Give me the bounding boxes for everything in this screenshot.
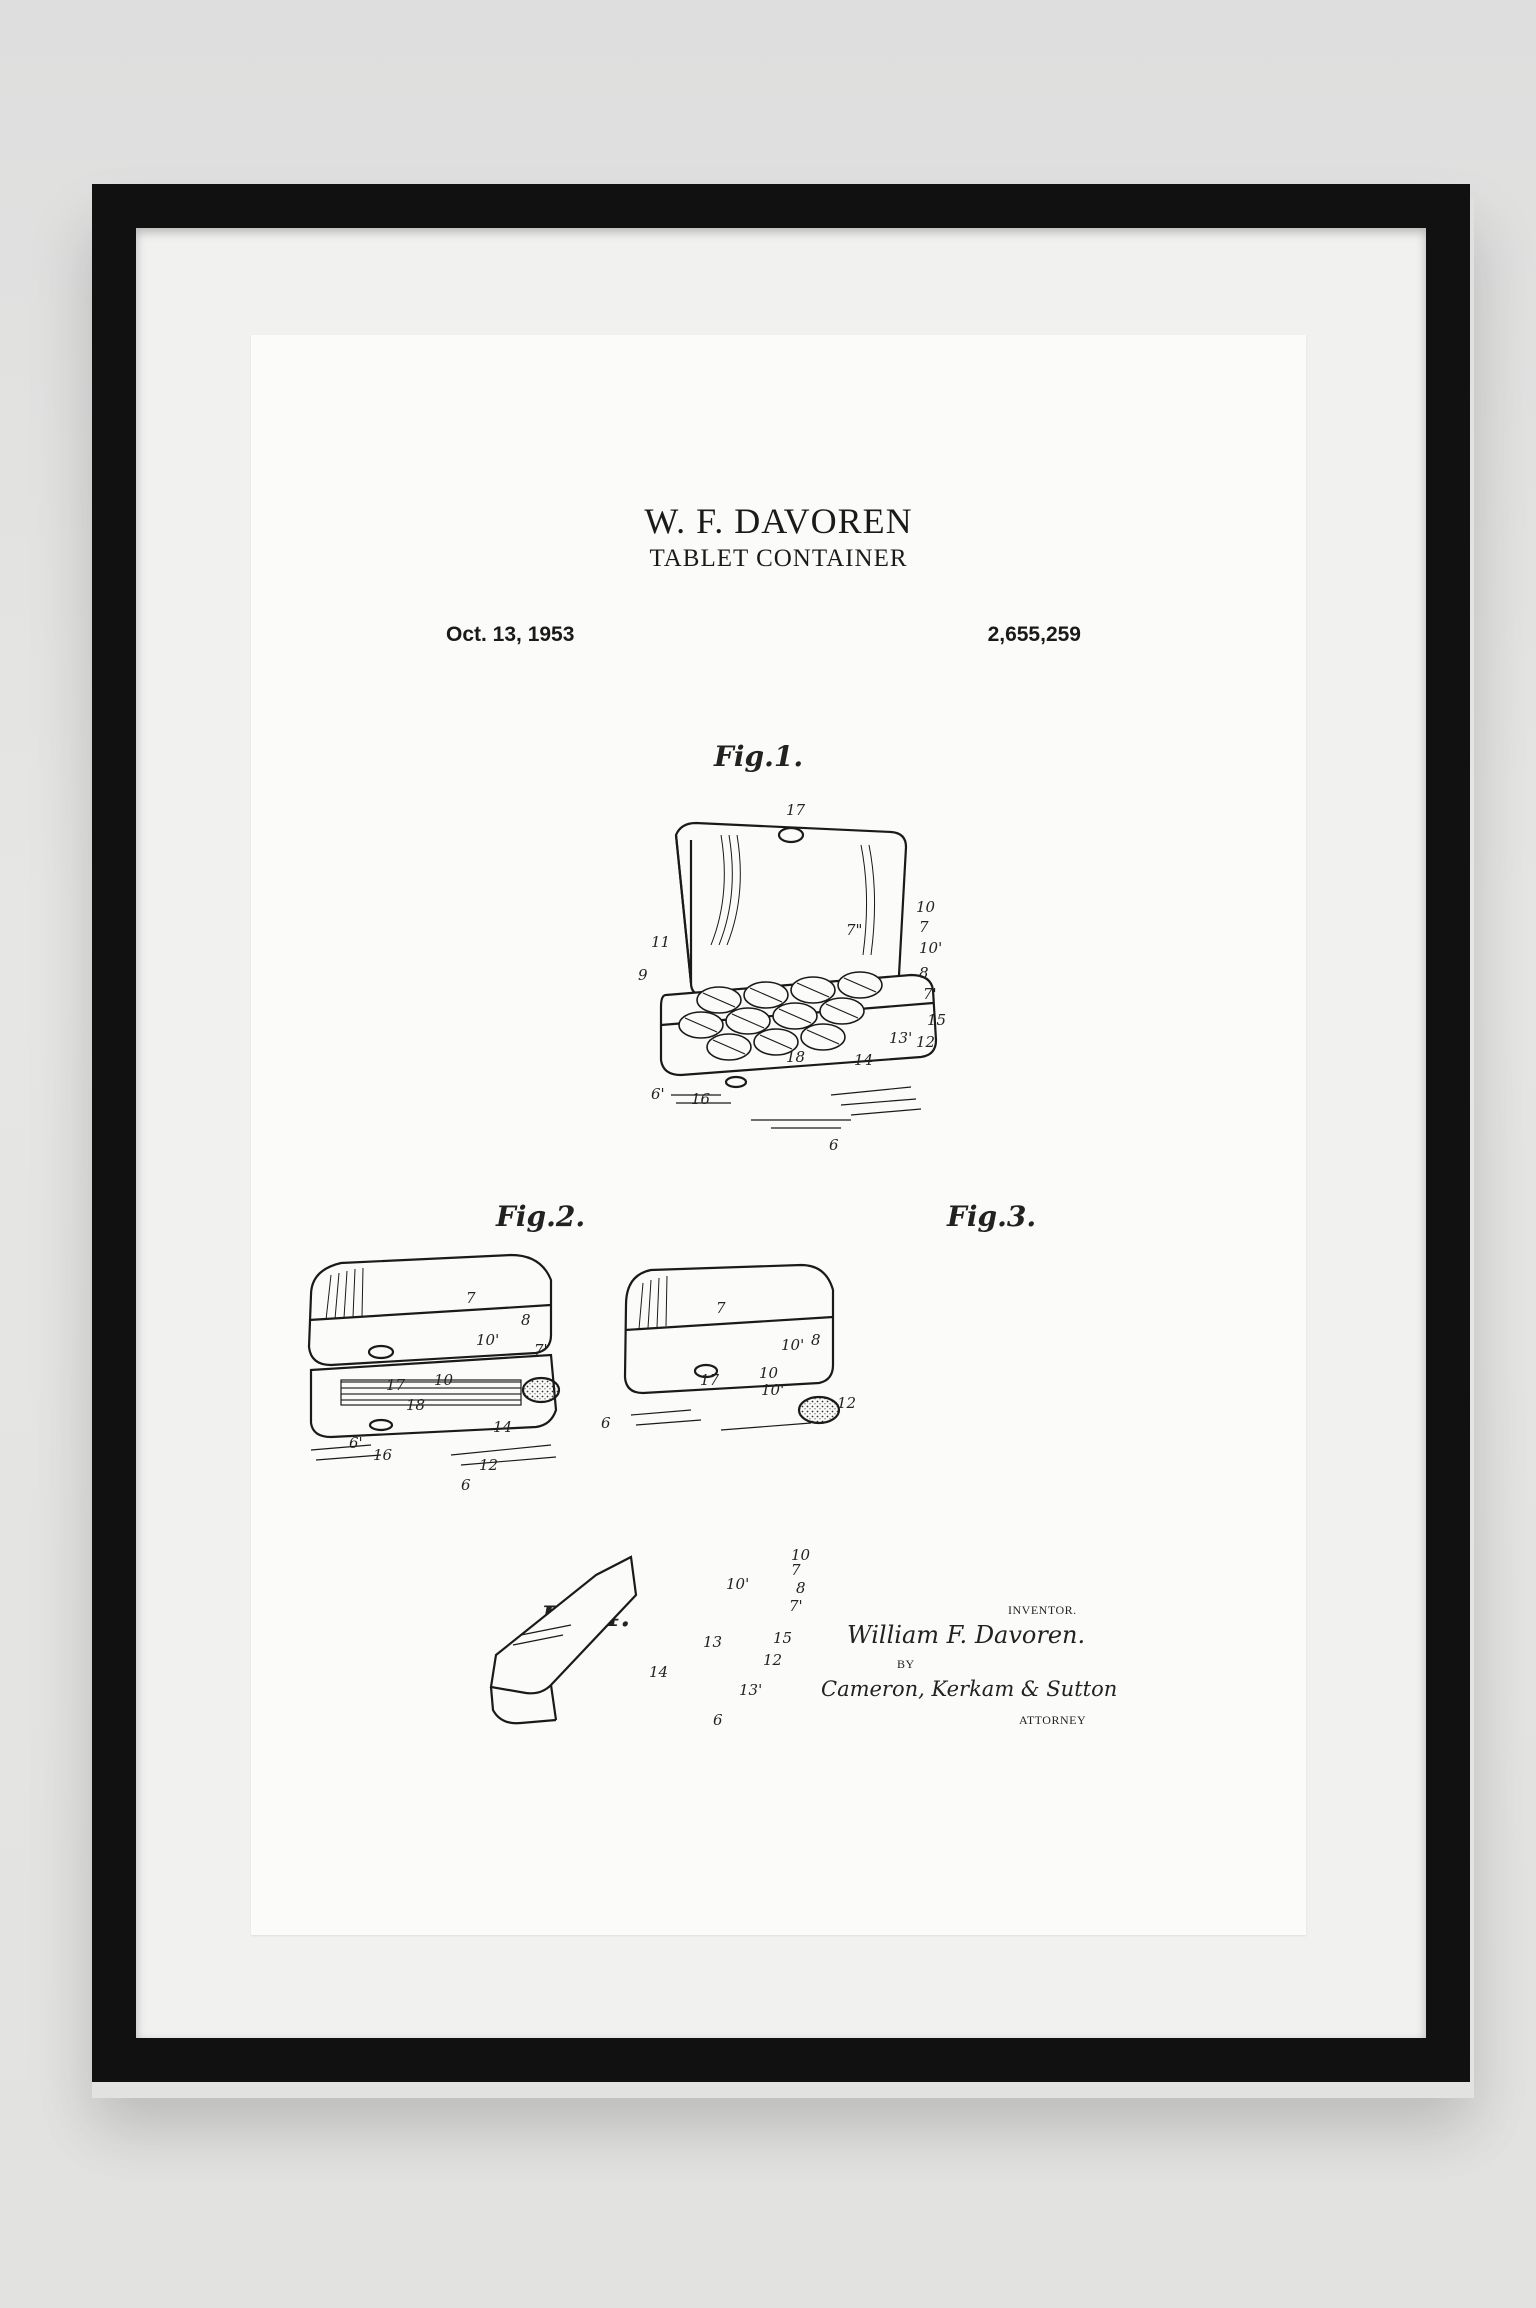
part-number: 7' — [534, 1341, 548, 1359]
part-number: 7 — [466, 1289, 476, 1307]
fig3-drawing — [623, 1263, 841, 1431]
patent-drawings: 17 10 7" 7 10' 11 9 8 7' 15 12 13' 14 18… — [307, 801, 946, 1729]
part-number: 18 — [406, 1396, 425, 1414]
part-number: 6 — [829, 1136, 839, 1154]
fig4-part-numbers: 10 7 10' 8 7' 15 13 12 14 13' 6 — [649, 1546, 811, 1729]
part-number: 15 — [773, 1629, 792, 1647]
fig1-drawing — [659, 821, 938, 1129]
part-number: 14 — [493, 1418, 512, 1436]
fig2-label: Fig.2. — [496, 1200, 586, 1233]
inventor-label: INVENTOR. — [1008, 1603, 1077, 1617]
patent-print: W. F. DAVOREN TABLET CONTAINER Oct. 13, … — [251, 335, 1306, 1935]
part-number: 10 — [759, 1364, 779, 1382]
inventor-signature: William F. Davoren. — [847, 1621, 1086, 1649]
part-number: 10 — [916, 898, 936, 916]
part-number: 7" — [846, 921, 862, 939]
attorney-signature: Cameron, Kerkam & Sutton — [821, 1677, 1118, 1701]
part-number: 18 — [786, 1048, 805, 1066]
patent-number: 2,655,259 — [987, 623, 1081, 646]
part-number: 7 — [919, 918, 929, 936]
part-number: 12 — [479, 1456, 498, 1474]
part-number: 10' — [761, 1381, 784, 1399]
fig1-part-numbers: 17 10 7" 7 10' 11 9 8 7' 15 12 13' 14 18… — [638, 801, 946, 1154]
part-number: 10' — [781, 1336, 804, 1354]
part-number: 13' — [889, 1029, 912, 1047]
part-number: 10' — [919, 939, 942, 957]
fig1-label: Fig.1. — [714, 740, 804, 773]
part-number: 6 — [713, 1711, 723, 1729]
part-number: 12 — [837, 1394, 856, 1412]
fig2-part-numbers: 7 8 10' 7' 17 10 18 14 6' 16 12 6 — [349, 1289, 548, 1494]
part-number: 14 — [854, 1051, 873, 1069]
part-number: 10' — [726, 1575, 749, 1593]
inventor-header: W. F. DAVOREN — [644, 501, 913, 541]
part-number: 10 — [791, 1546, 811, 1564]
fig4-drawing — [489, 1555, 638, 1725]
part-number: 7' — [789, 1597, 803, 1615]
part-number: 13 — [703, 1633, 722, 1651]
patent-date: Oct. 13, 1953 — [446, 623, 575, 646]
part-number: 12 — [763, 1651, 782, 1669]
part-number: 17 — [786, 801, 806, 819]
part-number: 8 — [919, 964, 929, 982]
patent-title: TABLET CONTAINER — [649, 545, 908, 572]
fig2-drawing — [307, 1253, 561, 1466]
part-number: 6 — [461, 1476, 471, 1494]
part-number: 9 — [638, 966, 648, 984]
part-number: 6' — [349, 1434, 363, 1452]
part-number: 8 — [796, 1579, 806, 1597]
part-number: 14 — [649, 1663, 668, 1681]
part-number: 17 — [700, 1371, 720, 1389]
part-number: 10 — [434, 1371, 454, 1389]
part-number: 8 — [811, 1331, 821, 1349]
part-number: 7 — [791, 1561, 801, 1579]
part-number: 6' — [651, 1085, 665, 1103]
fig3-label: Fig.3. — [947, 1200, 1037, 1233]
part-number: 16 — [691, 1090, 711, 1108]
part-number: 10' — [476, 1331, 499, 1349]
attorney-label: ATTORNEY — [1019, 1713, 1087, 1727]
part-number: 11 — [651, 933, 670, 951]
fig3-part-numbers: 7 10' 8 10 10' 12 17 6 — [601, 1299, 856, 1432]
part-number: 6 — [601, 1414, 611, 1432]
part-number: 17 — [386, 1376, 406, 1394]
by-label: BY — [897, 1657, 915, 1671]
part-number: 12 — [916, 1033, 935, 1051]
part-number: 8 — [521, 1311, 531, 1329]
part-number: 13' — [739, 1681, 762, 1699]
part-number: 15 — [927, 1011, 946, 1029]
part-number: 7' — [923, 985, 937, 1003]
part-number: 7 — [716, 1299, 726, 1317]
part-number: 16 — [373, 1446, 393, 1464]
